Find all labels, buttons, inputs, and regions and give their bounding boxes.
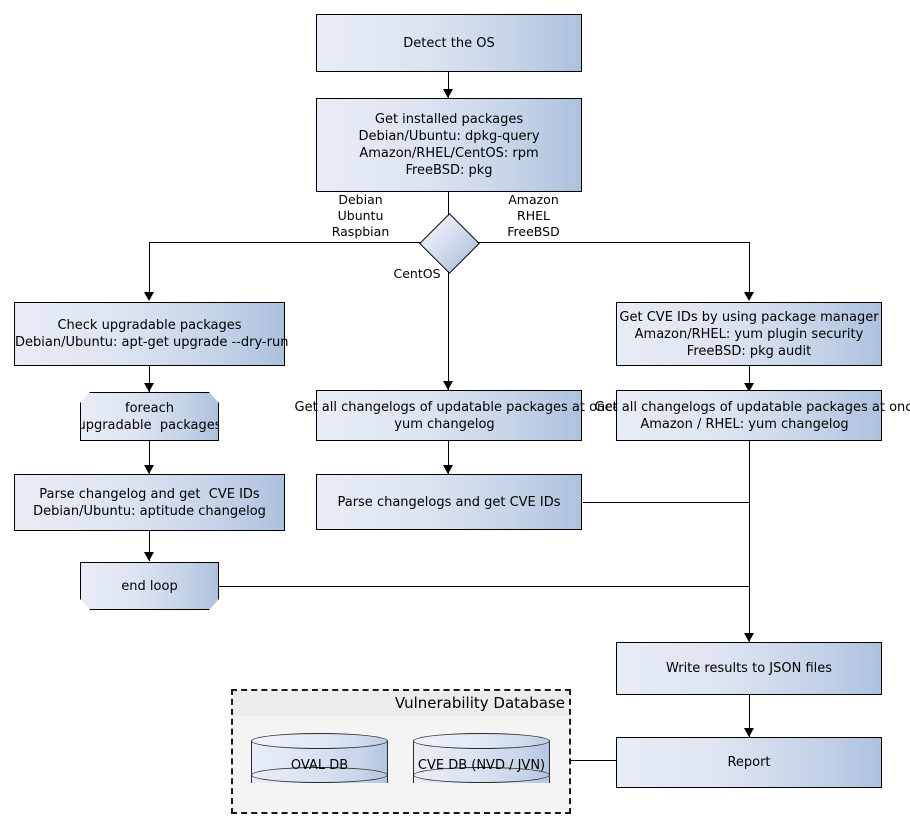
node-detect-os[interactable]: Detect the OS <box>316 14 582 72</box>
oval-db-cylinder-top <box>251 733 388 749</box>
edge-label-right-branch: Amazon RHEL FreeBSD <box>507 192 560 239</box>
connector-endloop-to-trunk <box>218 586 750 587</box>
node-parse-changelogs-center[interactable]: Parse changelogs and get CVE IDs <box>316 474 582 530</box>
connector-decision-left-h <box>149 242 421 243</box>
node-parse-changelog-left-label: Parse changelog and get CVE IDs Debian/U… <box>33 486 266 519</box>
vulnerability-database-title: Vulnerability Database <box>394 694 565 712</box>
arrowhead-check-to-foreach <box>144 383 154 392</box>
node-parse-changelog-left[interactable]: Parse changelog and get CVE IDs Debian/U… <box>14 474 285 531</box>
node-write-results-label: Write results to JSON files <box>665 661 833 676</box>
node-report[interactable]: Report <box>616 737 882 788</box>
node-get-cve-ids-right-label: Get CVE IDs by using package manager Ama… <box>619 309 879 359</box>
connector-getpkgs-to-decision <box>448 192 449 222</box>
node-check-upgradable-packages[interactable]: Check upgradable packages Debian/Ubuntu:… <box>14 302 289 366</box>
connector-detect-to-getpkgs <box>448 72 449 98</box>
node-get-changelogs-center[interactable]: Get all changelogs of updatable packages… <box>295 390 620 441</box>
arrowhead-decision-center <box>443 381 453 390</box>
node-get-changelogs-right-label: Get all changelogs of updatable packages… <box>594 399 910 432</box>
node-parse-changelogs-center-label: Parse changelogs and get CVE IDs <box>337 494 561 510</box>
connector-right-trunk <box>749 441 750 642</box>
cve-db-cylinder-bottom <box>413 767 550 783</box>
node-foreach-upgradable-packages[interactable]: foreach upgradable packages <box>80 392 219 441</box>
oval-db-cylinder-bottom <box>251 767 388 783</box>
connector-decision-right-v <box>749 242 750 298</box>
vulnerability-database-title-band: Vulnerability Database <box>233 691 569 716</box>
arrowhead-centerchangelogs-to-parse <box>443 465 453 474</box>
node-os-decision[interactable] <box>419 213 480 274</box>
arrowhead-foreach-to-parse <box>144 465 154 474</box>
node-get-changelogs-center-label: Get all changelogs of updatable packages… <box>294 399 621 432</box>
connector-centerparse-to-trunk <box>583 502 750 503</box>
connector-centerchangelogs-to-parse <box>448 441 449 474</box>
database-cve-db[interactable]: CVE DB (NVD / JVN) <box>413 733 550 791</box>
oval-db-label: OVAL DB <box>290 758 349 773</box>
database-oval-db[interactable]: OVAL DB <box>251 733 388 791</box>
cve-db-cylinder-top <box>413 733 550 749</box>
arrowhead-decision-right <box>744 292 754 301</box>
connector-foreach-to-parse <box>149 441 150 474</box>
edge-label-left-branch: Debian Ubuntu Raspbian <box>331 192 390 239</box>
connector-parse-to-endloop <box>149 531 150 561</box>
connector-decision-center-v <box>448 262 449 390</box>
arrowhead-detect-to-getpkgs <box>443 89 453 98</box>
connector-getcve-to-changelogs <box>749 366 750 392</box>
arrowhead-trunk-to-write <box>744 633 754 642</box>
arrowhead-parse-to-endloop <box>144 552 154 561</box>
connector-decision-left-v <box>149 242 150 298</box>
node-write-results[interactable]: Write results to JSON files <box>616 642 882 695</box>
node-get-changelogs-right[interactable]: Get all changelogs of updatable packages… <box>595 390 910 441</box>
node-end-loop-label: end loop <box>121 578 178 594</box>
node-get-installed-packages[interactable]: Get installed packages Debian/Ubuntu: dp… <box>316 98 582 192</box>
node-get-cve-ids-right[interactable]: Get CVE IDs by using package manager Ama… <box>616 302 882 366</box>
node-report-label: Report <box>727 755 771 770</box>
cve-db-label: CVE DB (NVD / JVN) <box>417 758 546 773</box>
node-get-installed-packages-label: Get installed packages Debian/Ubuntu: dp… <box>358 112 540 178</box>
node-check-upgradable-packages-label: Check upgradable packages Debian/Ubuntu:… <box>15 318 289 350</box>
arrowhead-decision-left <box>144 292 154 301</box>
connector-write-to-report <box>749 695 750 737</box>
node-end-loop[interactable]: end loop <box>80 562 219 610</box>
node-foreach-upgradable-packages-label: foreach upgradable packages <box>77 400 222 433</box>
arrowhead-write-to-report <box>744 728 754 737</box>
node-detect-os-label: Detect the OS <box>403 35 495 51</box>
connector-check-to-foreach <box>149 366 150 392</box>
connector-vulndb-to-report <box>571 760 616 761</box>
connector-decision-right-h <box>476 242 749 243</box>
arrowhead-getcve-to-changelogs <box>744 383 754 392</box>
edge-label-center-branch: CentOS <box>393 266 441 281</box>
